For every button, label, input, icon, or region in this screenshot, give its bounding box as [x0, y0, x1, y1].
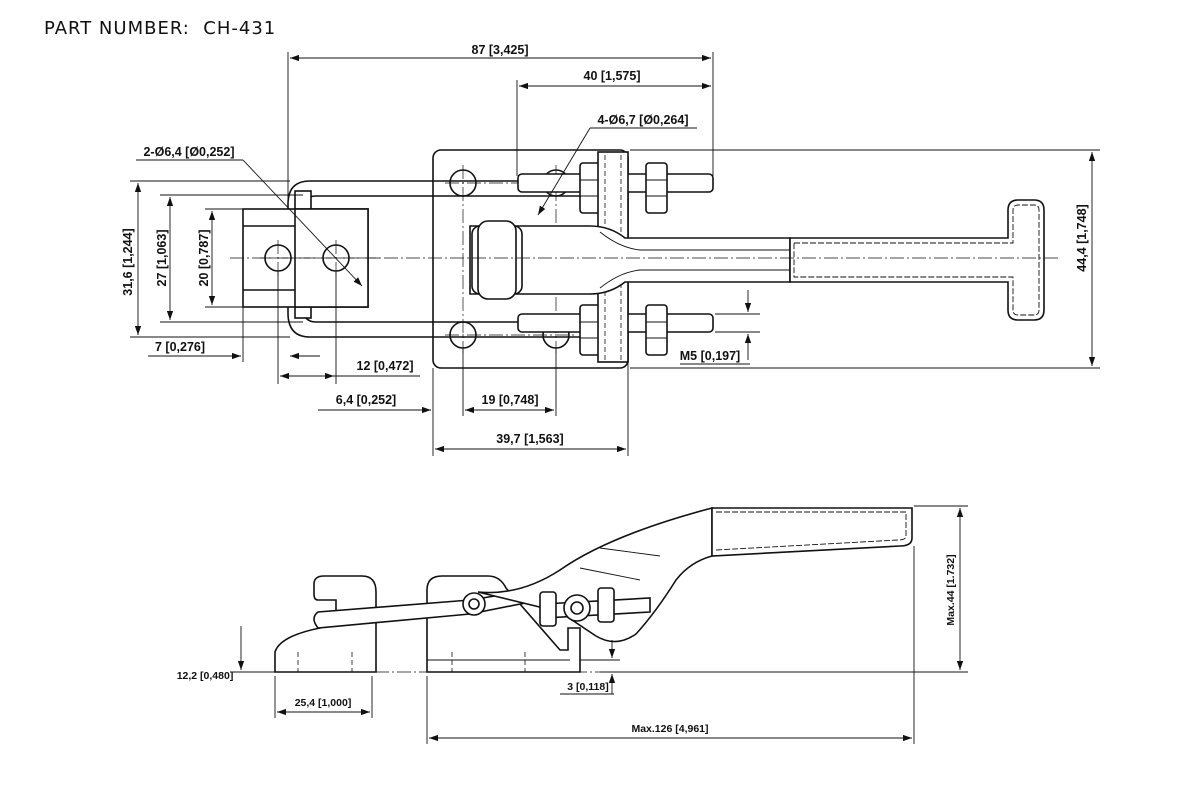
dim-handle-height: 44,4 [1,748]	[1075, 204, 1089, 271]
side-grip	[711, 507, 913, 557]
dim-height-27: 27 [1,063]	[155, 230, 169, 287]
dim-39-7: 39,7 [1,563]	[496, 432, 563, 446]
dim-12: 12 [0,472]	[357, 359, 414, 373]
side-nut-left	[539, 591, 557, 627]
side-pivot	[462, 592, 486, 616]
dim-base-thickness: 3 [0,118]	[567, 681, 608, 693]
dimension-lines	[134, 54, 1096, 453]
dim-hook-width: 25,4 [1,000]	[295, 697, 352, 709]
dim-max-length: Max.126 [4,961]	[631, 723, 708, 735]
side-view: 12,2 [0,480] 25,4 [1,000] 3 [0,118] Max.…	[177, 505, 968, 744]
handle-grip	[789, 199, 1045, 321]
dim-overall-length: 87 [3,425]	[472, 43, 529, 57]
dim-hook-height: 12,2 [0,480]	[177, 670, 234, 682]
dim-6-4: 6,4 [0,252]	[336, 393, 396, 407]
dim-total-height: 31,6 [1,244]	[121, 228, 135, 295]
dim-max-height: Max.44 [1.732]	[945, 554, 957, 625]
dim-to-bolt: 40 [1,575]	[584, 69, 641, 83]
extension-lines	[130, 52, 1100, 456]
dim-height-20: 20 [0,787]	[197, 230, 211, 287]
top-view: 87 [3,425] 40 [1,575] 4-Ø6,7 [Ø0,264] 2-…	[121, 43, 1100, 456]
dim-hook-holes: 2-Ø6,4 [Ø0,252]	[143, 145, 234, 159]
adjustment-nuts	[579, 162, 668, 356]
part-number-label: PART NUMBER: CH-431	[44, 18, 277, 39]
side-nut-right	[597, 587, 615, 623]
dim-thread: M5 [0,197]	[680, 349, 740, 363]
dim-7: 7 [0,276]	[155, 340, 205, 354]
dim-bolt-holes: 4-Ø6,7 [Ø0,264]	[597, 113, 688, 127]
side-pin	[563, 594, 591, 622]
dim-19: 19 [0,748]	[482, 393, 539, 407]
side-catch	[274, 575, 377, 673]
lever-handle	[469, 220, 791, 300]
side-lever	[477, 506, 713, 643]
